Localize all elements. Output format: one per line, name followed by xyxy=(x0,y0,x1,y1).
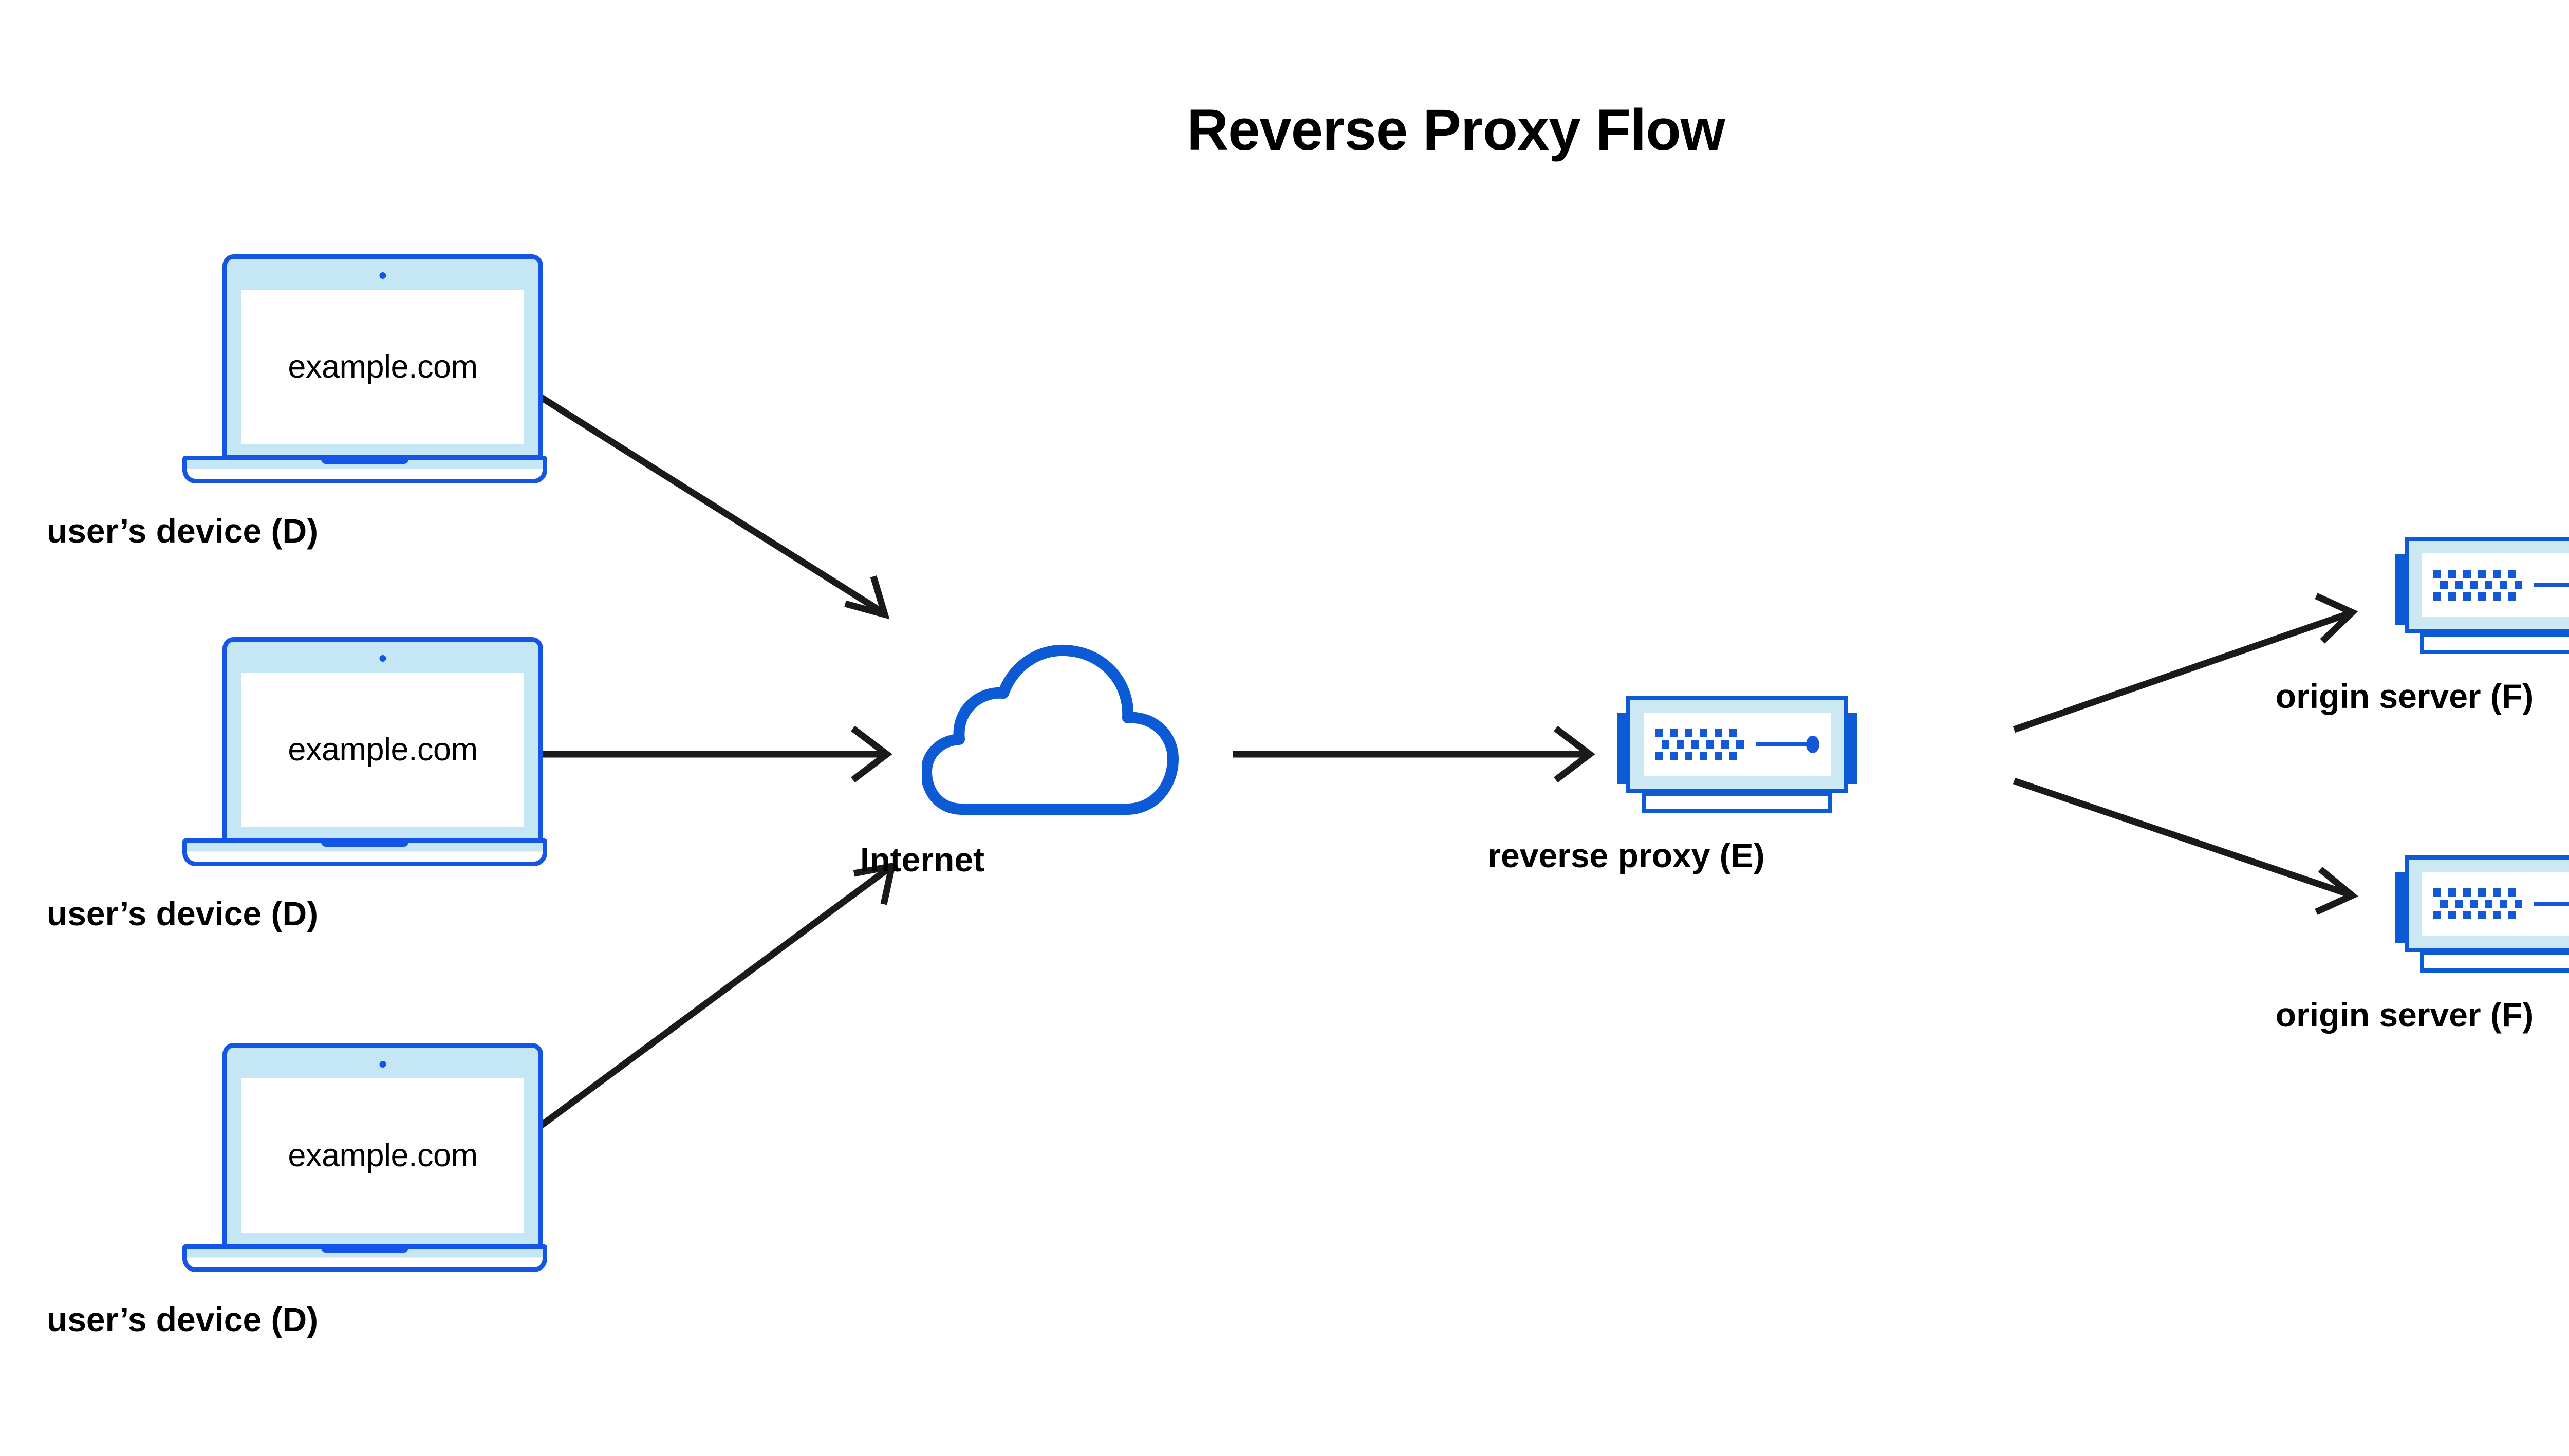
laptop-lid: example.com xyxy=(222,254,543,460)
browser-url-text: example.com xyxy=(288,349,478,385)
server-port-row xyxy=(2433,570,2516,578)
laptop-trackpad xyxy=(321,838,408,847)
page-title: Reverse Proxy Flow xyxy=(1187,98,1725,162)
server-icon xyxy=(2395,537,2569,655)
server-body xyxy=(2405,537,2569,633)
internet-label: Internet xyxy=(860,841,985,879)
server-status-bar xyxy=(2534,902,2569,906)
server-panel xyxy=(2422,872,2569,936)
server-shelf xyxy=(2420,632,2569,654)
cloud-icon xyxy=(922,640,1210,825)
camera-icon xyxy=(379,1061,386,1068)
server-port-row xyxy=(2440,900,2522,908)
server-port-row xyxy=(2433,592,2516,601)
client-label-1: user’s device (D) xyxy=(46,512,319,550)
server-shelf xyxy=(1642,792,1832,813)
server-panel xyxy=(2422,553,2569,617)
server-port-row xyxy=(1655,752,1737,760)
server-icon xyxy=(1617,696,1857,814)
arrow-device3-to-internet xyxy=(512,862,897,1149)
arrow-device2-to-internet xyxy=(505,725,892,783)
camera-icon xyxy=(379,272,386,279)
arrow-device1-to-internet xyxy=(512,377,890,620)
laptop-trackpad xyxy=(321,456,408,464)
laptop-icon: example.com xyxy=(182,1043,547,1284)
server-port-row xyxy=(2433,911,2516,919)
arrow-proxy-to-origin2 xyxy=(2013,777,2359,915)
laptop-lid: example.com xyxy=(222,1043,543,1248)
laptop-trackpad xyxy=(321,1244,408,1253)
server-port-row xyxy=(1655,729,1737,737)
origin-server-label-2: origin server (F) xyxy=(2275,996,2534,1034)
laptop-icon: example.com xyxy=(182,254,547,496)
client-label-3: user’s device (D) xyxy=(46,1300,319,1338)
server-status-bar xyxy=(2534,583,2569,587)
laptop-icon: example.com xyxy=(182,637,547,879)
laptop-screen: example.com xyxy=(241,1078,524,1233)
server-body xyxy=(1626,696,1848,793)
server-panel xyxy=(1644,713,1831,776)
server-led-icon xyxy=(1806,736,1819,753)
server-port-grid xyxy=(2433,570,2522,601)
server-port-grid xyxy=(1655,729,1744,760)
client-label-2: user’s device (D) xyxy=(46,894,319,932)
arrow-internet-to-proxy xyxy=(1233,725,1595,783)
laptop-lid: example.com xyxy=(222,637,543,843)
server-port-row xyxy=(2440,581,2522,589)
laptop-screen: example.com xyxy=(241,673,524,827)
server-port-grid xyxy=(2433,888,2522,919)
server-status-bar xyxy=(1756,742,1812,746)
reverse-proxy-label: reverse proxy (E) xyxy=(1487,836,1765,874)
server-port-row xyxy=(2433,888,2516,897)
laptop-screen: example.com xyxy=(241,290,524,444)
origin-server-label-1: origin server (F) xyxy=(2275,677,2534,715)
browser-url-text: example.com xyxy=(288,1137,478,1173)
server-port-row xyxy=(1662,740,1744,749)
browser-url-text: example.com xyxy=(288,732,478,768)
server-shelf xyxy=(2420,951,2569,973)
server-body xyxy=(2405,855,2569,952)
camera-icon xyxy=(379,655,386,662)
server-icon xyxy=(2395,855,2569,974)
